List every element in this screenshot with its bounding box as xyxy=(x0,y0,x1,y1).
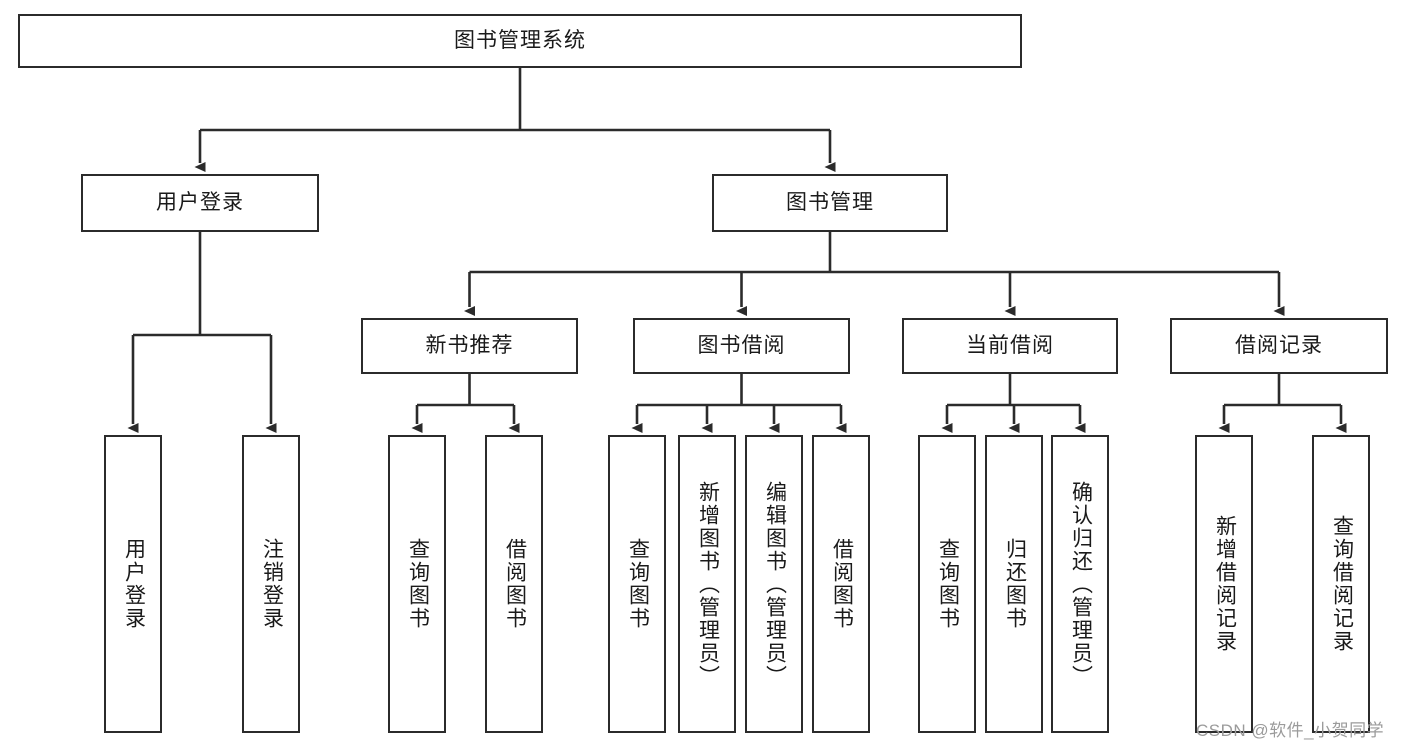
node-book-borrow: 图书借阅 xyxy=(633,318,850,374)
node-leaf-query-book-3: 查询图书 xyxy=(918,435,976,733)
node-label: 借阅记录 xyxy=(1235,334,1323,358)
node-label: 用户登录 xyxy=(122,538,146,630)
node-label: 查询图书 xyxy=(936,538,960,630)
node-leaf-return-book: 归还图书 xyxy=(985,435,1043,733)
node-label: 新增图书（管理员） xyxy=(696,480,720,688)
node-user-login: 用户登录 xyxy=(81,174,319,232)
node-label: 用户登录 xyxy=(156,191,244,215)
node-leaf-query-book-1: 查询图书 xyxy=(388,435,446,733)
node-leaf-query-book-2: 查询图书 xyxy=(608,435,666,733)
node-label: 新书推荐 xyxy=(425,334,514,358)
node-label: 查询图书 xyxy=(626,538,650,630)
node-leaf-user-login: 用户登录 xyxy=(104,435,162,733)
node-leaf-edit-book: 编辑图书（管理员） xyxy=(745,435,803,733)
node-leaf-confirm-return: 确认归还（管理员） xyxy=(1051,435,1109,733)
node-book-manage: 图书管理 xyxy=(712,174,948,232)
node-label: 编辑图书（管理员） xyxy=(763,480,787,688)
node-label: 当前借阅 xyxy=(966,334,1054,358)
node-borrow-record: 借阅记录 xyxy=(1170,318,1388,374)
node-label: 查询图书 xyxy=(406,538,430,630)
node-label: 借阅图书 xyxy=(503,538,527,630)
node-leaf-user-logout: 注销登录 xyxy=(242,435,300,733)
node-leaf-add-book: 新增图书（管理员） xyxy=(678,435,736,733)
node-label: 图书管理系统 xyxy=(454,29,586,53)
watermark-label: CSDN @软件_小贺同学 xyxy=(1196,721,1385,740)
node-label: 注销登录 xyxy=(260,538,284,630)
node-leaf-borrow-book-2: 借阅图书 xyxy=(812,435,870,733)
node-current-borrow: 当前借阅 xyxy=(902,318,1118,374)
node-label: 新增借阅记录 xyxy=(1213,515,1237,653)
node-label: 图书借阅 xyxy=(697,334,786,358)
node-new-book-rec: 新书推荐 xyxy=(361,318,578,374)
node-leaf-add-record: 新增借阅记录 xyxy=(1195,435,1253,733)
node-label: 归还图书 xyxy=(1003,538,1027,630)
node-leaf-borrow-book-1: 借阅图书 xyxy=(485,435,543,733)
node-label: 借阅图书 xyxy=(830,538,854,630)
node-leaf-query-record: 查询借阅记录 xyxy=(1312,435,1370,733)
node-label: 图书管理 xyxy=(786,191,874,215)
node-label: 查询借阅记录 xyxy=(1330,515,1354,653)
node-root: 图书管理系统 xyxy=(18,14,1022,68)
node-label: 确认归还（管理员） xyxy=(1069,480,1093,688)
